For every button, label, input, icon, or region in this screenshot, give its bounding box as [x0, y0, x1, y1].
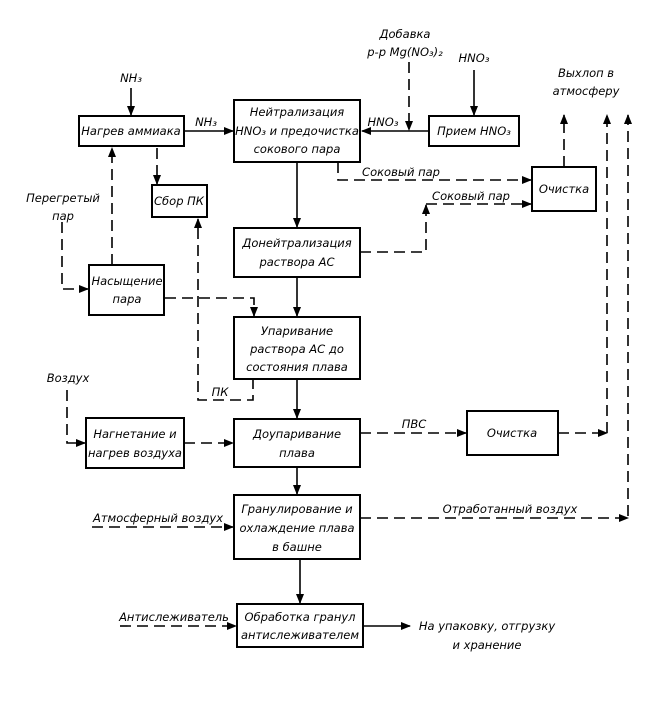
box-text: Сбор ПК	[154, 194, 205, 208]
box-text: охлаждение плава	[239, 521, 354, 535]
label-air: Воздух	[47, 371, 90, 385]
box-text: HNO₃ и предочистка	[235, 124, 359, 138]
box-text: Гранулирование и	[241, 502, 353, 516]
box-text: раствора АС до	[249, 342, 344, 356]
box-text: Очистка	[539, 182, 589, 196]
label-nh3-in: NH₃	[120, 71, 142, 85]
label-nh3-flow: NH₃	[195, 115, 217, 129]
label-atm-air: Атмосферный воздух	[92, 511, 223, 525]
label-exhaust-1: Выхлоп в	[558, 66, 614, 80]
box-doneutralization: Донейтрализация раствора АС	[233, 227, 361, 278]
label-pvs: ПВС	[402, 417, 427, 431]
box-final-evaporation: Доупаривание плава	[233, 418, 361, 468]
label-additive-2: р-р Mg(NO₃)₂	[366, 45, 443, 59]
box-text: Обработка гранул	[244, 610, 356, 624]
label-superheated-2: пар	[52, 209, 74, 223]
box-granulation: Гранулирование и охлаждение плава в башн…	[233, 494, 361, 560]
label-spent-air: Отработанный воздух	[443, 502, 578, 516]
box-text: Упаривание	[261, 324, 333, 338]
box-receive-hno3: Прием HNO₃	[428, 115, 520, 147]
label-pk: ПК	[212, 385, 230, 399]
box-text: антислеживателем	[241, 628, 359, 642]
box-text: в башне	[272, 540, 322, 554]
box-text: сокового пара	[254, 142, 341, 156]
box-text: состояния плава	[246, 360, 348, 374]
box-text: пара	[113, 292, 142, 306]
box-evaporation: Упаривание раствора АС до состояния плав…	[233, 316, 361, 380]
box-anticaking: Обработка гранул антислеживателем	[236, 603, 364, 648]
box-text: Доупаривание	[252, 427, 341, 441]
box-text: раствора АС	[258, 255, 334, 269]
label-output-1: На упаковку, отгрузку	[419, 619, 555, 633]
box-text: нагрев воздуха	[88, 446, 182, 460]
box-air-blower: Нагнетание и нагрев воздуха	[85, 417, 185, 469]
flow-air	[66, 390, 86, 447]
box-text: Нагнетание и	[93, 427, 177, 441]
label-juice-steam-2: Соковый пар	[432, 189, 510, 203]
label-anticaking-agent: Антислеживатель	[118, 610, 229, 624]
flow-saturation-to-evap	[165, 297, 258, 317]
label-juice-steam-1: Соковый пар	[362, 165, 440, 179]
box-saturation: Насыщение пара	[88, 264, 165, 316]
label-hno3-in: HNO₃	[459, 51, 490, 65]
label-superheated-1: Перегретый	[26, 191, 100, 205]
flow-pk-return	[194, 218, 254, 401]
label-additive-1: Добавка	[379, 27, 431, 41]
box-text: Насыщение	[91, 274, 162, 288]
box-cleaning-mid: Очистка	[466, 410, 559, 456]
label-hno3-flow: HNO₃	[368, 115, 399, 129]
box-text: Прием HNO₃	[437, 124, 511, 138]
flow-juice-steam-2	[360, 204, 430, 253]
flow-superheated-steam	[61, 222, 89, 293]
label-output-2: и хранение	[453, 638, 522, 652]
flow-juice-steam-1	[337, 162, 532, 184]
box-heat-ammonia: Нагрев аммиака	[78, 115, 185, 147]
box-text: Нагрев аммиака	[81, 124, 180, 138]
box-text: Нейтрализация	[250, 105, 345, 119]
box-text: Донейтрализация	[241, 236, 351, 250]
box-neutralization: Нейтрализация HNO₃ и предочистка соковог…	[233, 99, 361, 163]
box-text: плава	[279, 446, 315, 460]
box-text: Очистка	[487, 426, 537, 440]
box-collect-pk: Сбор ПК	[151, 184, 208, 218]
label-exhaust-2: атмосферу	[553, 84, 620, 98]
box-cleaning-top: Очистка	[531, 166, 597, 212]
